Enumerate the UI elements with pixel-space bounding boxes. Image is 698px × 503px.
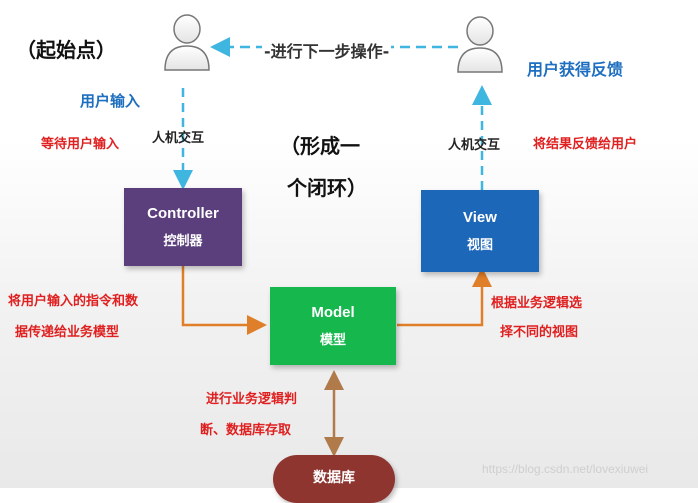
model-to-view-text-1: 根据业务逻辑选 [491,296,583,311]
database-node: 数据库 [273,455,395,503]
controller-subtitle: 控制器 [163,234,203,249]
hci-left-label: 人机交互 [152,131,205,146]
controller-to-model-arrow [181,266,267,335]
model-subtitle: 模型 [319,333,346,348]
model-to-view-arrow [397,267,492,327]
controller-to-model-text-1: 将用户输入的指令和数 [8,294,139,309]
model-db-text-2: 断、数据库存取 [200,423,292,438]
wait-input-label: 等待用户输入 [41,137,120,152]
start-point-label: （起始点） [16,38,116,62]
view-node: View 视图 [421,190,539,272]
controller-to-model-text-2: 据传递给业务模型 [15,325,120,340]
closed-loop-label-line2: 个闭环） [287,176,367,200]
model-to-view-text-2: 择不同的视图 [500,325,579,340]
watermark: https://blog.csdn.net/lovexiuwei [482,462,649,476]
view-title: View [463,209,497,226]
feedback-user-icon [457,16,503,73]
next-step-label: -进行下一步操作- [262,38,392,62]
controller-title: Controller [147,205,219,222]
database-title: 数据库 [313,470,355,486]
user-feedback-label: 用户获得反馈 [527,60,624,79]
view-subtitle: 视图 [466,238,493,253]
model-title: Model [311,304,355,321]
controller-node: Controller 控制器 [124,188,242,266]
model-node: Model 模型 [270,287,396,365]
start-user-icon [164,14,210,71]
return-result-label: 将结果反馈给用户 [533,137,638,152]
closed-loop-label-line1: （形成一 [280,134,360,158]
hci-right-label: 人机交互 [448,138,501,153]
model-db-text-1: 进行业务逻辑判 [206,392,298,407]
user-input-label: 用户输入 [80,92,141,110]
